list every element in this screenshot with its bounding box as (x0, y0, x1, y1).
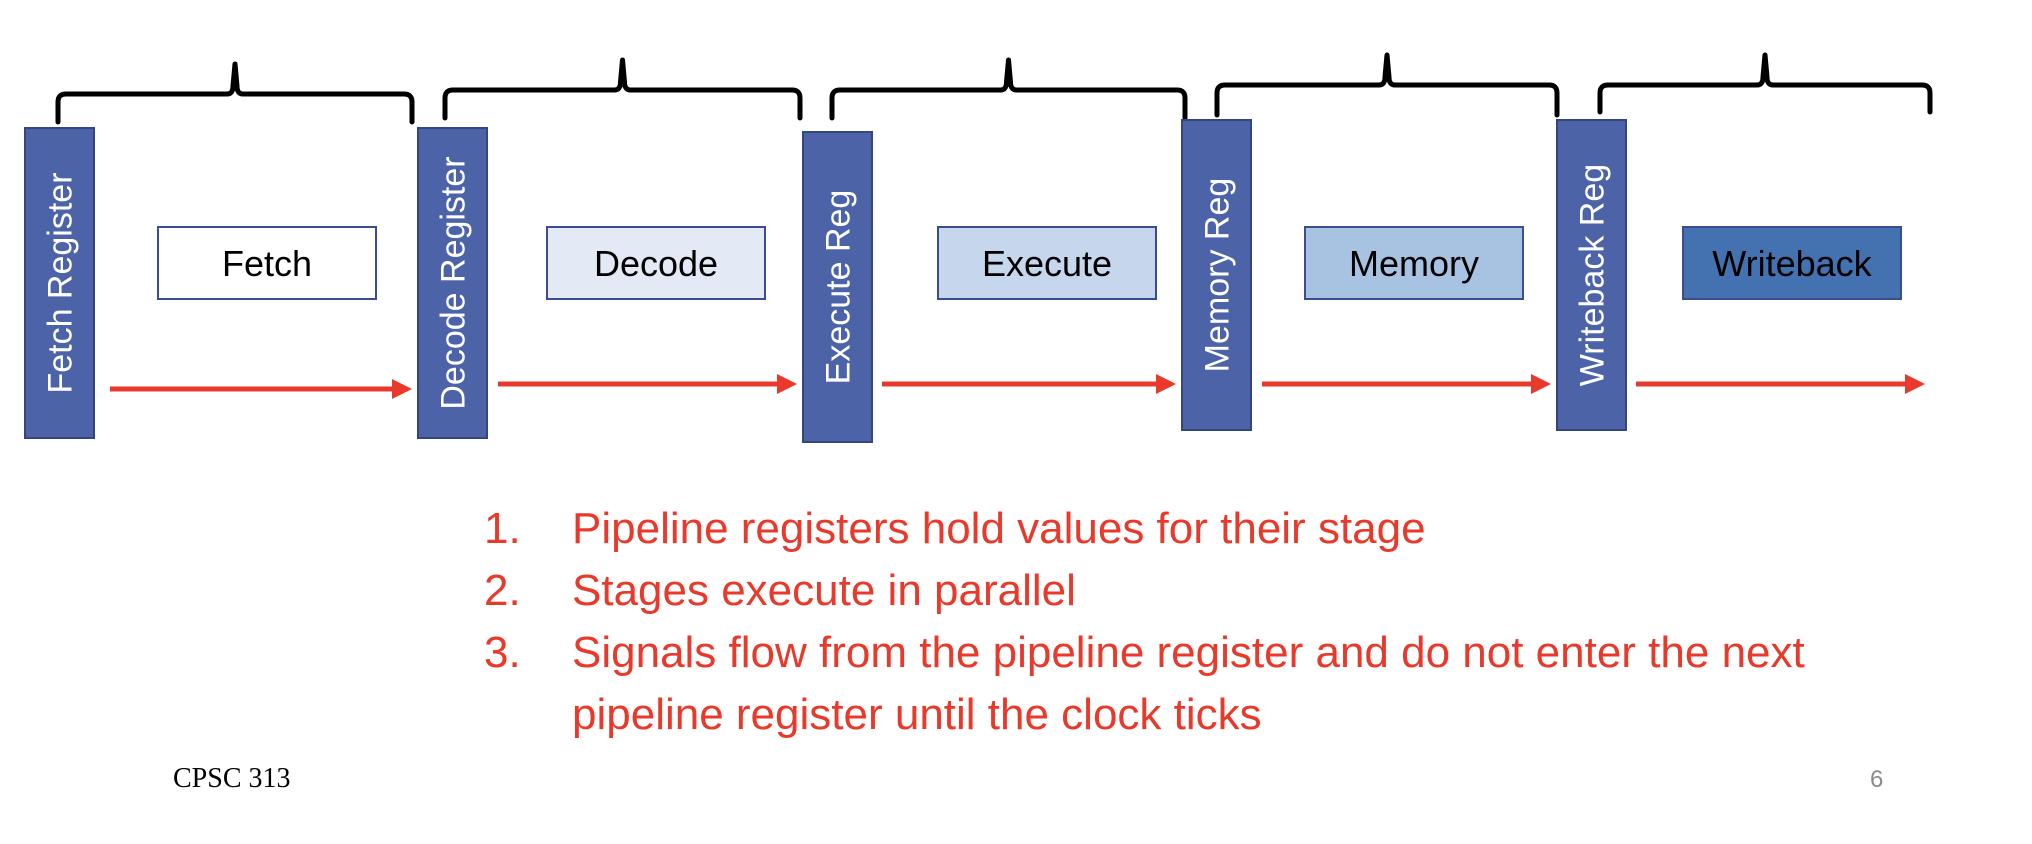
stage-label: Decode (594, 243, 718, 284)
pipeline-register-3: Execute Reg (802, 131, 873, 443)
stage-brace-2 (442, 57, 803, 121)
arrows-layer (110, 374, 1925, 399)
stage-brace-4 (1214, 52, 1560, 118)
stage-brace-5 (1597, 52, 1933, 115)
note-item: 3. Signals flow from the pipeline regist… (484, 622, 1912, 746)
signal-arrow-3 (882, 374, 1176, 394)
page-number: 6 (1870, 766, 1884, 793)
pipeline-register-1: Fetch Register (24, 127, 95, 439)
note-item: 1. Pipeline registers hold values for th… (484, 498, 1912, 560)
stage-label: Execute (982, 243, 1112, 284)
course-label: CPSC 313 (173, 763, 291, 794)
note-text: Pipeline registers hold values for their… (572, 504, 1426, 553)
register-label: Execute Reg (820, 190, 858, 385)
stage-brace-3 (829, 57, 1188, 121)
stage-label: Fetch (222, 243, 312, 284)
register-label: Writeback Reg (1574, 164, 1612, 386)
signal-arrow-4 (1262, 374, 1551, 394)
pipeline-register-2: Decode Register (417, 127, 488, 439)
stages-layer: Fetch Decode Execute Memory Writeback (157, 226, 1902, 300)
pipeline-diagram: Fetch Decode Execute Memory Writeback Fetch … (24, 52, 1933, 443)
stage-box-memory: Memory (1304, 226, 1524, 300)
pipeline-register-5: Writeback Reg (1556, 119, 1627, 431)
stage-box-execute: Execute (937, 226, 1157, 300)
stage-box-decode: Decode (546, 226, 766, 300)
note-text: Signals flow from the pipeline register … (572, 628, 1805, 739)
braces-layer (55, 52, 1933, 125)
stage-label: Writeback (1712, 243, 1872, 284)
register-label: Fetch Register (42, 172, 80, 393)
stage-box-writeback: Writeback (1682, 226, 1902, 300)
stage-brace-1 (55, 61, 415, 125)
note-number: 3. (484, 628, 521, 677)
signal-arrow-1 (110, 379, 412, 399)
register-label: Memory Reg (1199, 178, 1237, 373)
stage-label: Memory (1349, 243, 1479, 284)
notes-list: 1. Pipeline registers hold values for th… (484, 498, 1912, 746)
note-item: 2. Stages execute in parallel (484, 560, 1912, 622)
signal-arrow-2 (498, 374, 797, 394)
note-number: 1. (484, 504, 521, 553)
stage-box-fetch: Fetch (157, 226, 377, 300)
registers-layer: Fetch Register Decode Register Execute Reg… (24, 119, 1627, 443)
note-text: Stages execute in parallel (572, 566, 1076, 615)
note-number: 2. (484, 566, 521, 615)
register-label: Decode Register (435, 156, 473, 409)
signal-arrow-5 (1636, 374, 1925, 394)
pipeline-register-4: Memory Reg (1181, 119, 1252, 431)
